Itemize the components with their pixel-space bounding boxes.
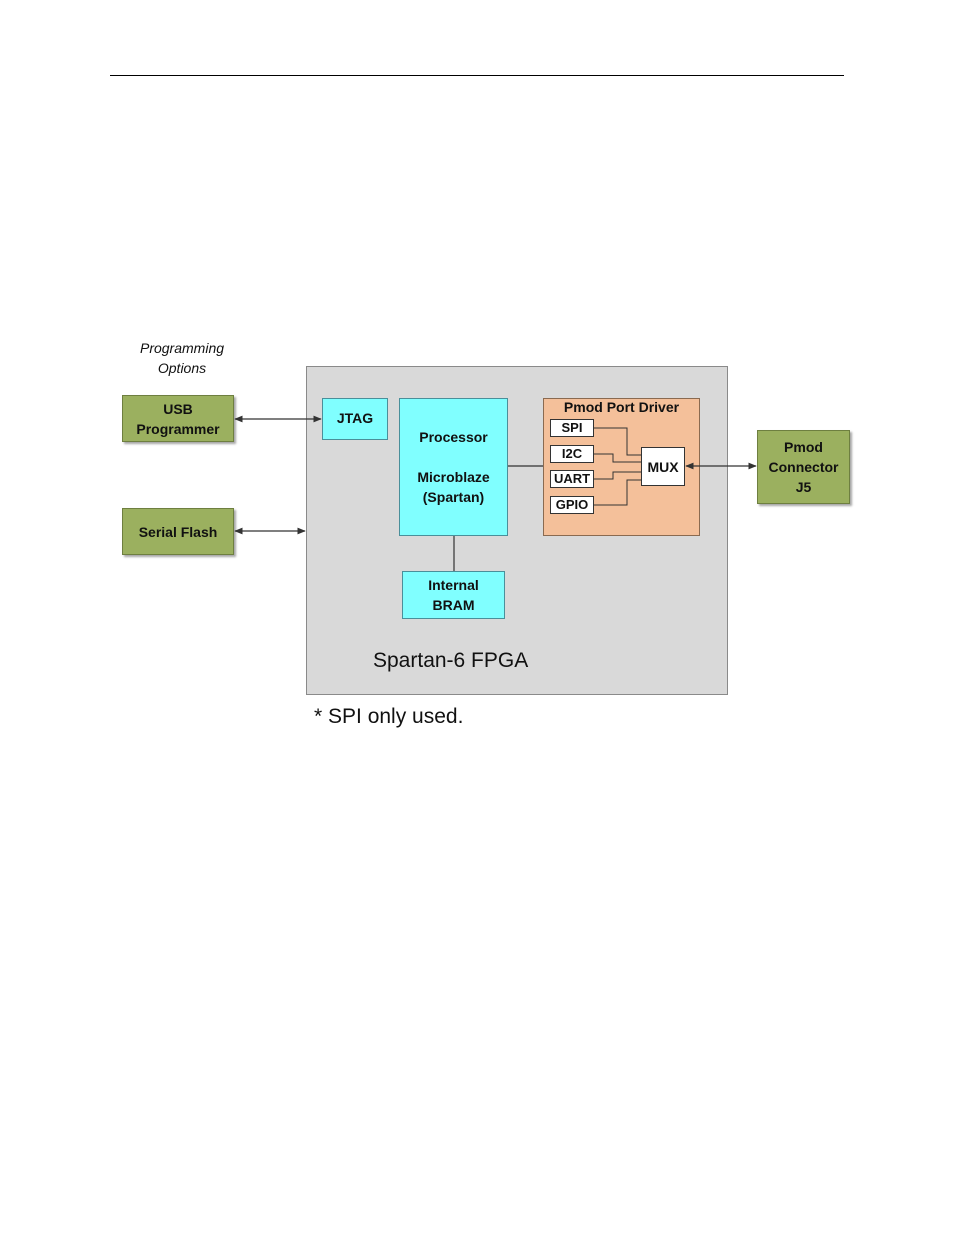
spi-mux-line (594, 427, 641, 456)
internal-bram-block: Internal BRAM (402, 571, 505, 619)
pmod-port-driver-label: Pmod Port Driver (563, 399, 680, 415)
usb-programmer-block: USB Programmer (122, 395, 234, 442)
uart-mux-line (594, 471, 641, 480)
footnote: * SPI only used. (314, 705, 464, 728)
fpga-label: Spartan-6 FPGA (373, 649, 529, 672)
uart-block: UART (550, 470, 594, 488)
mux-block: MUX (641, 447, 685, 486)
pmod-connector-block: Pmod Connector J5 (757, 430, 850, 504)
gpio-mux-line (594, 479, 641, 506)
jtag-block: JTAG (322, 398, 388, 440)
i2c-mux-line (594, 453, 641, 463)
i2c-block: I2C (550, 445, 594, 463)
header-rule (110, 75, 844, 76)
spi-block: SPI (550, 419, 594, 437)
serial-flash-block: Serial Flash (122, 508, 234, 555)
processor-block: Processor Microblaze (Spartan) (399, 398, 508, 536)
gpio-block: GPIO (550, 496, 594, 514)
programming-options-label: Programming Options (139, 340, 225, 376)
